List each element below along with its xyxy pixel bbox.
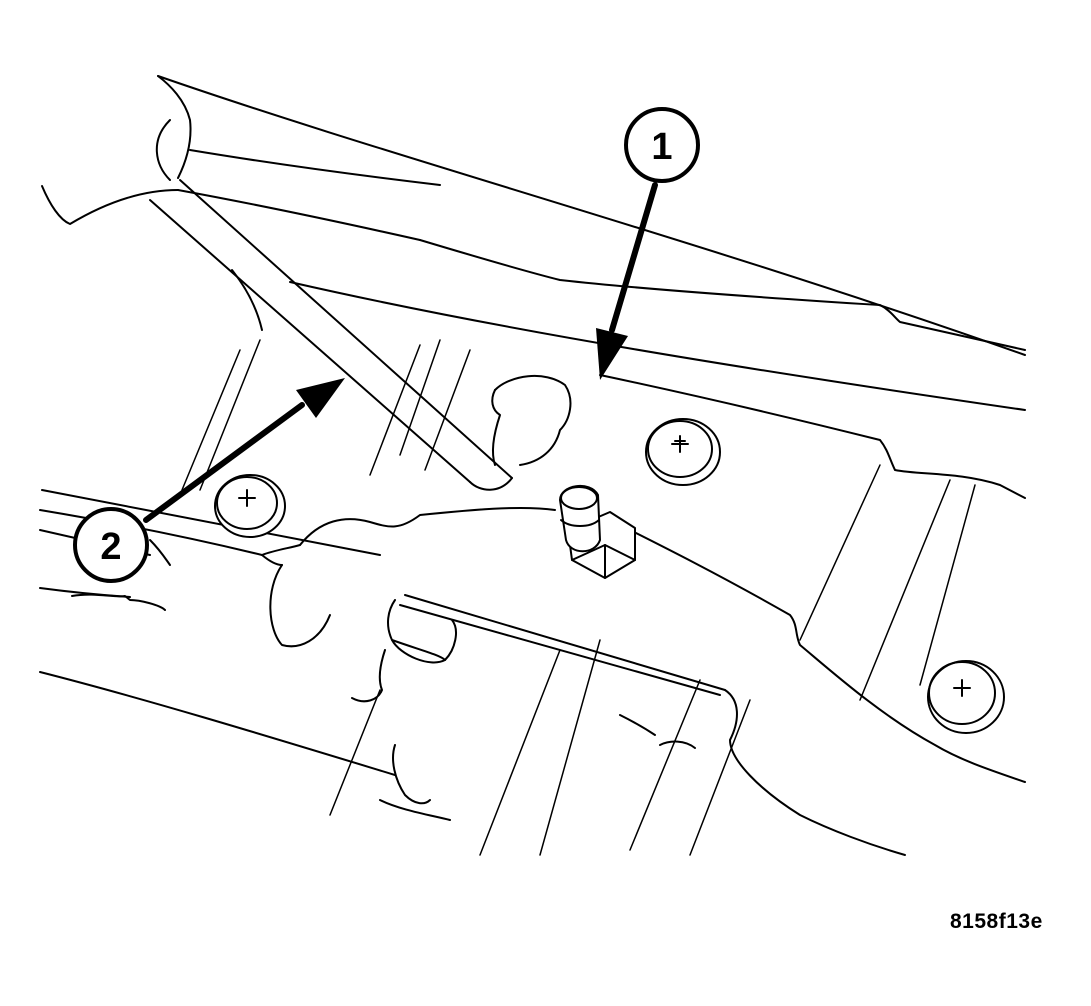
callout-1: 1 [596, 107, 700, 380]
callout-2: 2 [73, 378, 345, 583]
callout-1-label: 1 [651, 126, 672, 168]
figure-id: 8158f13e [950, 910, 1043, 933]
phillips-screw-2 [214, 474, 286, 538]
mounting-bracket [261, 374, 1026, 783]
upper-panel [231, 239, 1026, 411]
ribs [181, 339, 976, 856]
flat-blade-tool [149, 179, 513, 491]
tool-handle [41, 75, 1026, 356]
callout-2-label: 2 [100, 526, 121, 568]
phillips-screw-3 [927, 660, 1005, 734]
phillips-screw-1 [645, 418, 721, 486]
hex-stud-bolt [559, 485, 636, 579]
lower-rail [39, 489, 906, 856]
